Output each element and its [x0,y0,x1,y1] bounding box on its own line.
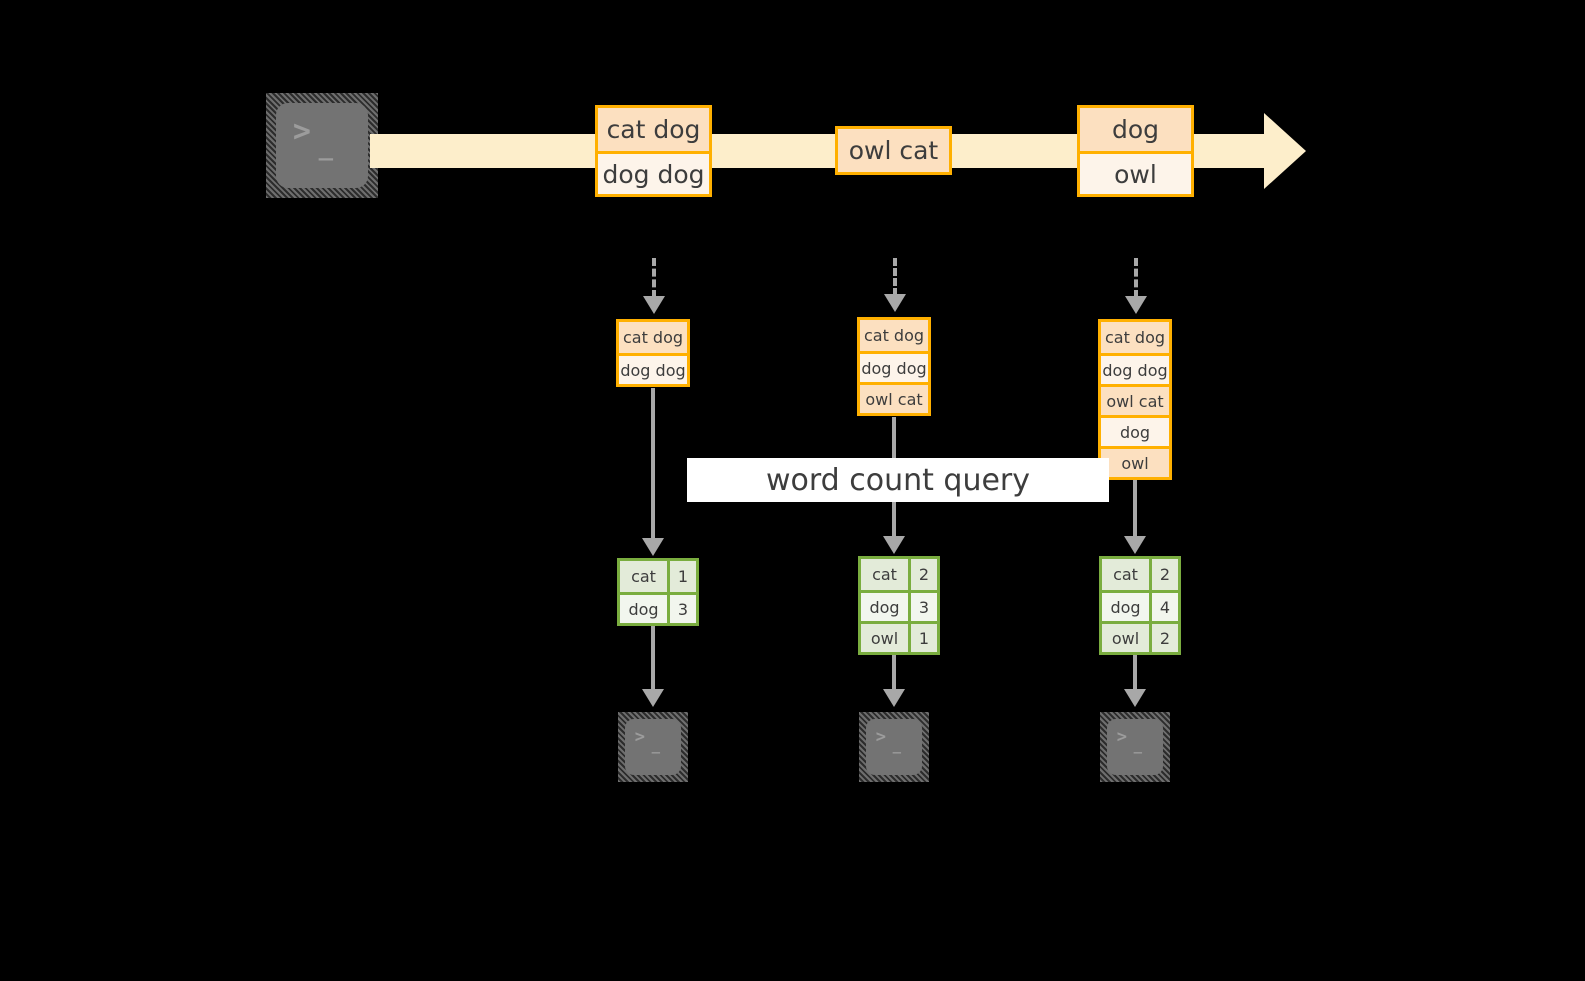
snapshot-2-sink-arrowhead [883,689,905,707]
result-count: 2 [908,559,937,590]
table-row: cat 2 [1102,559,1178,590]
snapshot-1-accumulated-box: cat dog dog dog [616,319,690,387]
accumulated-line: cat dog [860,320,928,351]
result-word: dog [620,595,667,623]
accumulated-line: cat dog [1101,322,1169,353]
query-banner: word count query [687,458,1109,502]
snapshot-3-trigger-arrowhead [1125,296,1147,314]
source-terminal-icon: > _ [266,93,378,198]
result-count: 3 [667,595,696,623]
result-word: cat [861,559,908,590]
table-row: dog 3 [861,590,937,621]
table-row: dog 3 [620,592,696,623]
snapshot-2-query-arrowhead [883,536,905,554]
accumulated-line: dog dog [619,353,687,384]
table-row: cat 1 [620,561,696,592]
snapshot-3-sink-terminal-icon: > _ [1100,712,1170,782]
accumulated-line: dog [1101,415,1169,446]
result-count: 1 [908,624,937,652]
table-row: owl 1 [861,621,937,652]
query-banner-label: word count query [765,462,1031,498]
result-word: cat [620,561,667,592]
record-line: dog [1080,108,1191,151]
snapshot-2-sink-line [892,653,896,691]
terminal-screen [276,103,368,188]
snapshot-3-query-arrowhead [1124,536,1146,554]
snapshot-2-result-table: cat 2 dog 3 owl 1 [858,556,940,655]
accumulated-line: dog dog [860,351,928,382]
accumulated-line: owl [1101,446,1169,477]
snapshot-1-trigger-line [652,258,656,298]
accumulated-line: dog dog [1101,353,1169,384]
table-row: dog 4 [1102,590,1178,621]
snapshot-3-accumulated-box: cat dog dog dog owl cat dog owl [1098,319,1172,480]
snapshot-1-trigger-arrowhead [643,296,665,314]
terminal-prompt-glyph: > [1116,726,1128,747]
terminal-screen [625,719,681,775]
snapshot-3-trigger-line [1134,258,1138,298]
stream-arrow-head [1264,113,1306,189]
table-row: owl 2 [1102,621,1178,652]
snapshot-1-query-arrowhead [642,538,664,556]
snapshot-1-sink-line [651,624,655,691]
result-count: 2 [1149,559,1178,590]
snapshot-2-sink-terminal-icon: > _ [859,712,929,782]
terminal-cursor-glyph: _ [318,133,334,161]
snapshot-1-result-table: cat 1 dog 3 [617,558,699,626]
terminal-cursor-glyph: _ [651,738,661,755]
result-count: 4 [1149,593,1178,621]
snapshot-3-sink-line [1133,653,1137,691]
terminal-screen [866,719,922,775]
terminal-prompt-glyph: > [634,726,646,747]
snapshot-1-sink-terminal-icon: > _ [618,712,688,782]
stream-record-2: owl cat [835,126,952,175]
record-line: dog dog [598,151,709,194]
table-row: cat 2 [861,559,937,590]
record-line: cat dog [598,108,709,151]
accumulated-line: owl cat [860,382,928,413]
snapshot-1-query-line [651,388,655,540]
snapshot-2-trigger-line [893,258,897,296]
result-count: 1 [667,561,696,592]
snapshot-3-sink-arrowhead [1124,689,1146,707]
snapshot-2-accumulated-box: cat dog dog dog owl cat [857,317,931,416]
record-line: owl [1080,151,1191,194]
snapshot-2-trigger-arrowhead [884,294,906,312]
result-word: owl [861,624,908,652]
snapshot-3-result-table: cat 2 dog 4 owl 2 [1099,556,1181,655]
result-count: 2 [1149,624,1178,652]
terminal-cursor-glyph: _ [892,738,902,755]
result-word: dog [1102,593,1149,621]
snapshot-1-sink-arrowhead [642,689,664,707]
terminal-prompt-glyph: > [292,114,311,150]
accumulated-line: owl cat [1101,384,1169,415]
record-line: owl cat [838,129,949,172]
snapshot-3-query-line [1133,477,1137,538]
stream-record-1: cat dog dog dog [595,105,712,197]
accumulated-line: cat dog [619,322,687,353]
terminal-prompt-glyph: > [875,726,887,747]
result-word: cat [1102,559,1149,590]
stream-record-3: dog owl [1077,105,1194,197]
terminal-screen [1107,719,1163,775]
terminal-cursor-glyph: _ [1133,738,1143,755]
result-word: dog [861,593,908,621]
result-word: owl [1102,624,1149,652]
result-count: 3 [908,593,937,621]
